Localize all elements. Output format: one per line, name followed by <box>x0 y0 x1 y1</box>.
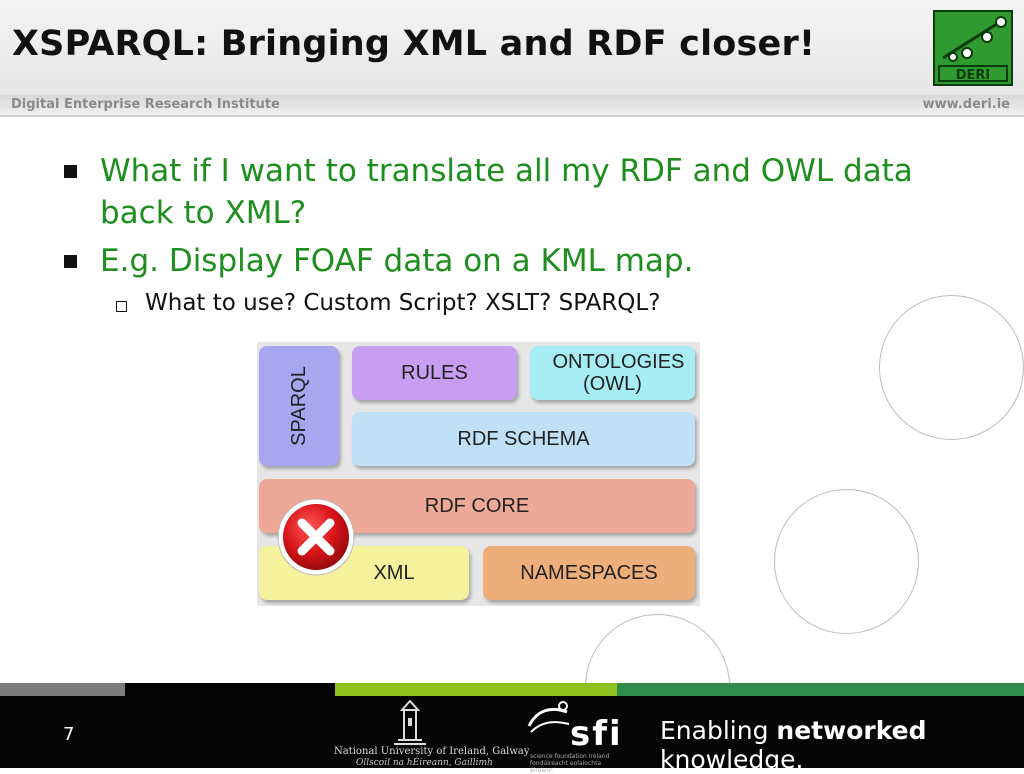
website-url: www.deri.ie <box>922 97 1010 112</box>
sfi-logo-text: sfi <box>570 714 623 754</box>
slide-footer <box>0 696 1024 768</box>
institute-name: Digital Enterprise Research Institute <box>11 97 280 112</box>
sub-bullet-item: What to use? Custom Script? XSLT? SPARQL… <box>145 290 661 316</box>
layer-rules: RULES <box>352 346 517 400</box>
deri-logo: DERI <box>933 10 1013 86</box>
bullet-item: What if I want to translate all my RDF a… <box>100 153 913 231</box>
slide-header <box>0 0 1024 95</box>
layer-xml-label: XML <box>373 562 415 584</box>
nui-galway-name: National University of Ireland, Galway <box>334 746 530 757</box>
layer-ontologies-label: ONTOLOGIES (OWL) <box>552 351 685 395</box>
nui-galway-crest-icon <box>394 700 426 745</box>
sub-bullet-marker <box>116 301 127 312</box>
decorative-circle <box>879 295 1024 440</box>
footer-stripe-gray <box>0 683 125 696</box>
red-cross-icon <box>277 498 355 576</box>
nui-galway-irish-name: Ollscoil na hÉireann, Gaillimh <box>356 758 493 768</box>
header-subbar <box>0 95 1024 117</box>
layer-rdf-schema: RDF SCHEMA <box>352 412 695 466</box>
footer-stripe-black <box>125 683 335 696</box>
layer-sparql: SPARQL <box>259 346 339 466</box>
logo-text: DERI <box>956 68 991 83</box>
decorative-circle <box>774 489 919 634</box>
slide-title: XSPARQL: Bringing XML and RDF closer! <box>12 24 816 64</box>
footer-stripe-dark-green <box>617 683 1024 696</box>
slogan-post: knowledge. <box>660 745 804 774</box>
footer-stripe-light-green <box>335 683 617 696</box>
footer-slogan: Enabling networked knowledge. <box>660 716 1024 774</box>
layer-rules-label: RULES <box>401 362 468 384</box>
layer-namespaces: NAMESPACES <box>483 546 695 600</box>
layer-ontologies: ONTOLOGIES (OWL) <box>530 346 695 400</box>
page-number: 7 <box>63 724 75 745</box>
layer-rdf-schema-label: RDF SCHEMA <box>457 428 590 450</box>
layer-sparql-label: SPARQL <box>287 366 310 446</box>
layer-rdf-core-label: RDF CORE <box>424 495 530 517</box>
semantic-web-stack-diagram: SPARQL RULES ONTOLOGIES (OWL) RDF SCHEMA… <box>257 342 700 606</box>
slogan-pre: Enabling <box>660 716 777 745</box>
bullet-marker <box>64 165 77 178</box>
layer-namespaces-label: NAMESPACES <box>520 562 658 584</box>
bullet-marker <box>64 255 77 268</box>
sfi-caption: science foundation ireland fondúireacht … <box>530 753 610 774</box>
sfi-swirl-icon <box>527 701 570 733</box>
bullet-item: E.g. Display FOAF data on a KML map. <box>100 243 694 279</box>
slogan-bold: networked <box>776 716 927 745</box>
